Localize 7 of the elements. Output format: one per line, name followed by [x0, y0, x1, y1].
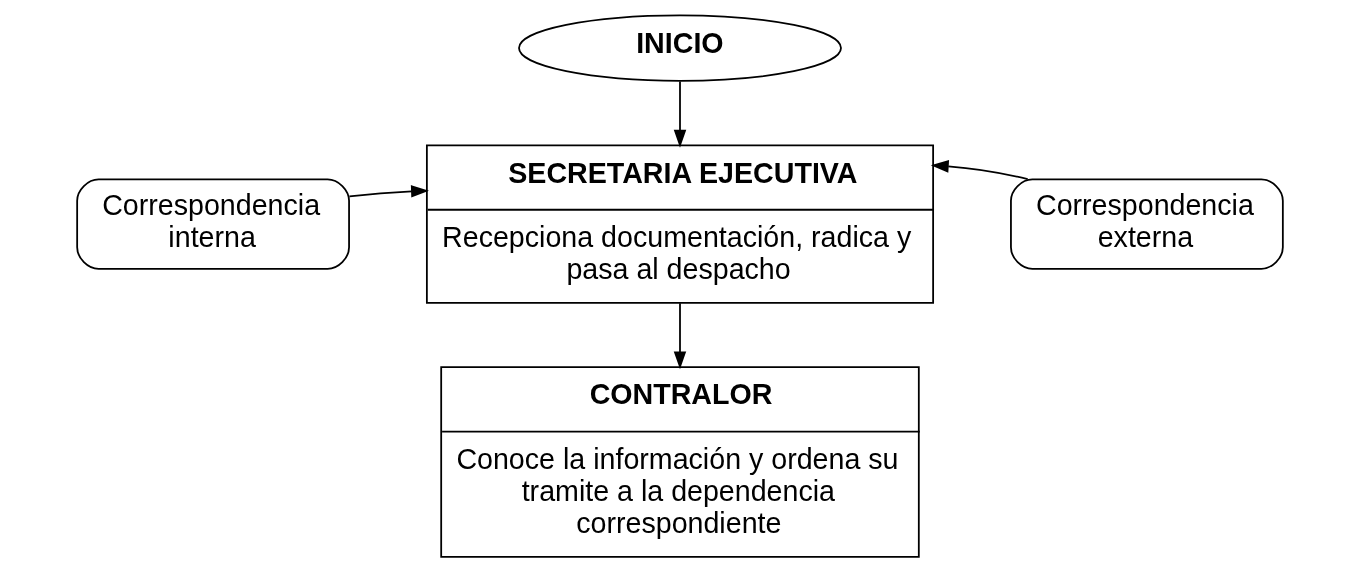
node-box: Correspondencia externa [1009, 178, 1284, 270]
node-box: Correspondencia interna [75, 178, 350, 270]
arrow [348, 185, 429, 198]
node-ellipse: INICIO [517, 14, 842, 82]
arrow [930, 160, 1029, 181]
arrow [673, 302, 686, 370]
arrow [673, 80, 686, 148]
